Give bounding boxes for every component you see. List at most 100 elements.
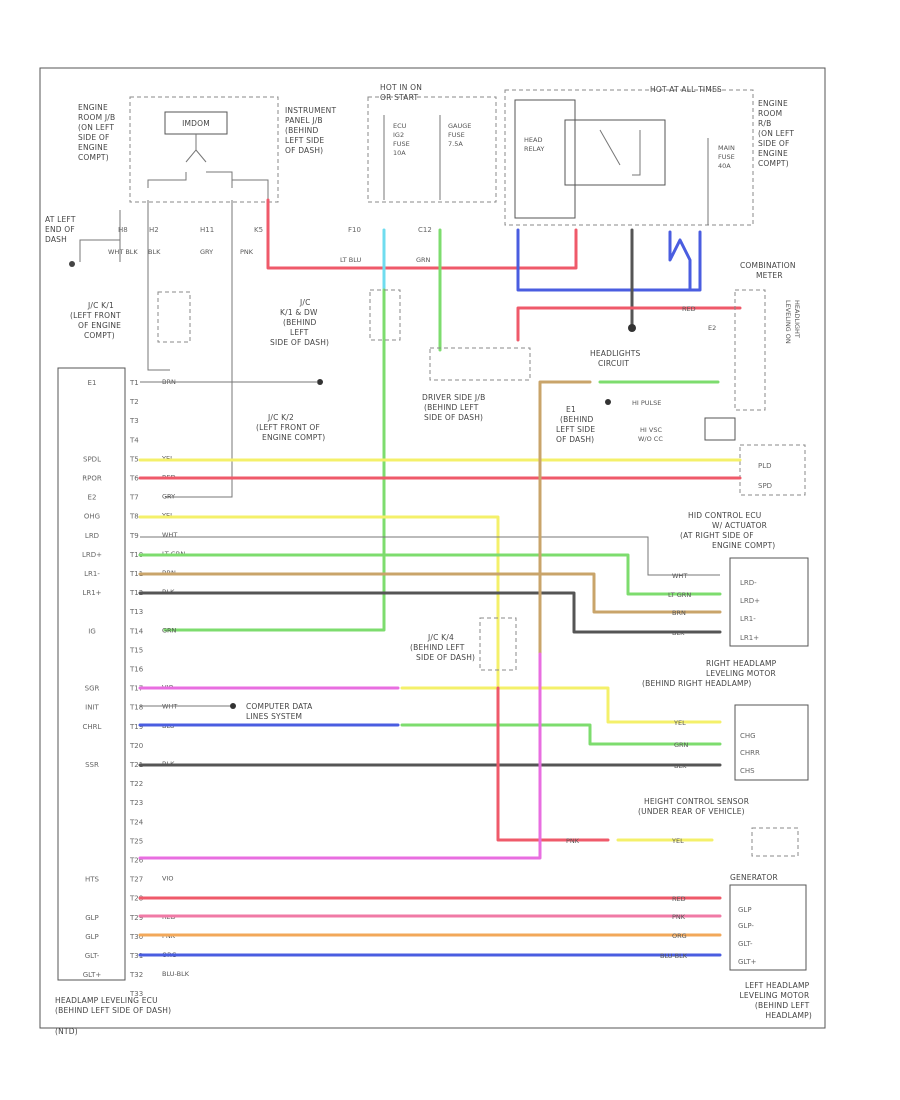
brn-wire-meter — [538, 380, 592, 656]
ground-and-gray-wires — [79, 200, 233, 498]
jc-k1-box — [157, 291, 191, 343]
splice-computer-data — [230, 703, 236, 709]
ecu-pin-name: SGR — [85, 685, 100, 693]
gen-wire-blu: BLU-BLK — [660, 952, 688, 960]
ecu-wire-color-label: GRY — [162, 493, 175, 501]
meter-pin-e2: E2 — [708, 324, 716, 332]
headlamp-leveling-ecu-box — [57, 367, 126, 981]
ecu-caption: HEADLAMP LEVELING ECU (BEHIND LEFT SIDE … — [55, 996, 171, 1015]
ecu-pin-number: T6 — [129, 475, 139, 483]
ecu-pin-number: T27 — [129, 876, 143, 884]
ecu-pin-names: E1SPDLRPORE2OHGLRDLRD+LR1-LR1+IGSGRINITC… — [82, 379, 102, 979]
ecu-pin-name: INIT — [85, 704, 99, 712]
engine-room-jb-box — [129, 96, 279, 203]
fuse-feed-lines — [383, 115, 441, 200]
gauge-fuse-label: GAUGE FUSE 7.5A — [448, 122, 473, 148]
red-wire-height-sensor — [496, 686, 610, 842]
hid-pin-lr1-minus: LR1- — [740, 615, 756, 623]
gen-pin-glt-minus: GLT- — [738, 940, 753, 948]
top-wire-ltblu: LT BLU — [340, 256, 362, 264]
ecu-pin-name: GLT+ — [83, 971, 102, 979]
rm-wire-blk: BLK — [674, 762, 687, 770]
ecu-pin-number: T20 — [129, 742, 143, 750]
combination-meter-label: COMBINATION METER — [740, 261, 798, 280]
ecu-wire-color-label: YEL — [161, 454, 174, 462]
ecu-pin-number: T17 — [129, 685, 143, 693]
blue-wire-relay-coil — [516, 228, 702, 292]
top-pin-h11: H11 — [200, 226, 214, 234]
top-pin-f10: F10 — [348, 226, 361, 234]
ecu-pin-name: OHG — [84, 513, 100, 521]
ecu-pin-number: T21 — [129, 761, 143, 769]
top-wire-whtblk: WHT BLK — [108, 248, 138, 256]
top-pin-c12: C12 — [418, 226, 432, 234]
jc-k2-label: J/C K/2 (LEFT FRONT OF ENGINE COMPT) — [256, 413, 325, 442]
rm-wire-yel: YEL — [673, 719, 686, 727]
relay-top-label: IMDOM — [182, 119, 210, 128]
top-wire-gry: GRY — [200, 248, 213, 256]
rm-wire-grn: GRN — [674, 741, 689, 749]
instrument-panel-jb-label: INSTRUMENT PANEL J/B (BEHIND LEFT SIDE O… — [285, 106, 339, 155]
hot-at-all-times-label: HOT AT ALL TIMES — [650, 85, 722, 94]
ecu-pin-number: T32 — [129, 971, 143, 979]
ecu-pin-number: T19 — [129, 723, 143, 731]
ecu-pin-number: T31 — [129, 952, 143, 960]
ecu-pin-number: T3 — [129, 417, 139, 425]
meter-output-box — [739, 444, 806, 496]
top-wire-blk: BLK — [148, 248, 161, 256]
top-wire-grn: GRN — [416, 256, 431, 264]
jc-k1-label: J/C K/1 (LEFT FRONT OF ENGINE COMPT) — [70, 301, 124, 340]
ecu-wire-color-label: VIO — [162, 875, 173, 883]
ecu-pin-number: T30 — [129, 933, 143, 941]
hs-wire-yel: YEL — [671, 837, 684, 845]
diagram-border — [39, 67, 826, 1029]
violet-wire-hts — [138, 652, 542, 860]
ecu-pin-name: GLT- — [85, 952, 100, 960]
yellow-wire-right-motor — [400, 686, 722, 724]
computer-data-label: COMPUTER DATA LINES SYSTEM — [246, 702, 315, 721]
ecu-pin-number: T11 — [129, 570, 143, 578]
hid-wire-blk: BLK — [672, 629, 685, 637]
head-relay-box — [514, 99, 576, 219]
brn-wire-lr1-minus — [138, 572, 722, 614]
ecu-pin-number: T15 — [129, 646, 143, 654]
gen-pin-glp-minus: GLP- — [738, 922, 754, 930]
ecu-pin-name: SSR — [85, 761, 99, 769]
splice-headlights — [628, 324, 636, 332]
top-pin-labels: H8 H2 H11 K5 F10 C12 WHT BLK BLK GRY PNK… — [108, 226, 432, 264]
generator-label: GENERATOR — [730, 873, 778, 882]
combination-meter-box — [734, 289, 766, 411]
ecu-pin-number: T14 — [129, 627, 144, 635]
red-wire-meter — [516, 306, 742, 342]
top-pin-k5: K5 — [254, 226, 263, 234]
hot-in-on-box — [367, 96, 497, 203]
ecu-pin-number: T12 — [129, 589, 143, 597]
green-wire-right-motor — [400, 723, 722, 746]
ecu-wire-color-label: BLU-BLK — [162, 970, 190, 978]
ltgrn-wire-lrd-plus — [138, 553, 722, 596]
engine-room-rb-label: ENGINE ROOM R/B (ON LEFT SIDE OF ENGINE … — [758, 99, 797, 168]
gen-wire-org: ORG — [672, 932, 687, 940]
meter-pin-spd: SPD — [758, 482, 772, 490]
ecu-pin-number: T5 — [129, 455, 139, 463]
ecu-wire-color-label: WHT — [162, 703, 177, 711]
ecu-pin-name: GLP — [85, 914, 99, 922]
right-leveling-motor-label: RIGHT HEADLAMP LEVELING MOTOR (BEHIND RI… — [642, 659, 779, 688]
hid-wire-ltgrn: LT GRN — [668, 591, 691, 599]
splice-e1 — [317, 379, 323, 385]
ecu-pin-name: IG — [88, 627, 96, 635]
ecu-pin-numbers: T1T2T3T4T5T6T7T8T9T10T11T12T13T14T15T16T… — [129, 379, 144, 998]
ecu-pin-number: T13 — [129, 608, 143, 616]
gen-pin-glp: GLP — [738, 906, 752, 914]
main-fuse-label: MAIN FUSE 40A — [718, 144, 737, 170]
ecu-pin-name: CHRL — [83, 723, 102, 731]
gen-wire-red: RED — [672, 895, 686, 903]
height-sensor-box — [751, 827, 799, 857]
top-wire-pnk: PNK — [240, 248, 254, 256]
ecu-pin-number: T7 — [129, 494, 139, 502]
ecu-pin-name: SPDL — [83, 455, 101, 463]
engine-jb-internal-wiring — [147, 171, 269, 200]
ecu-pin-number: T23 — [129, 799, 143, 807]
